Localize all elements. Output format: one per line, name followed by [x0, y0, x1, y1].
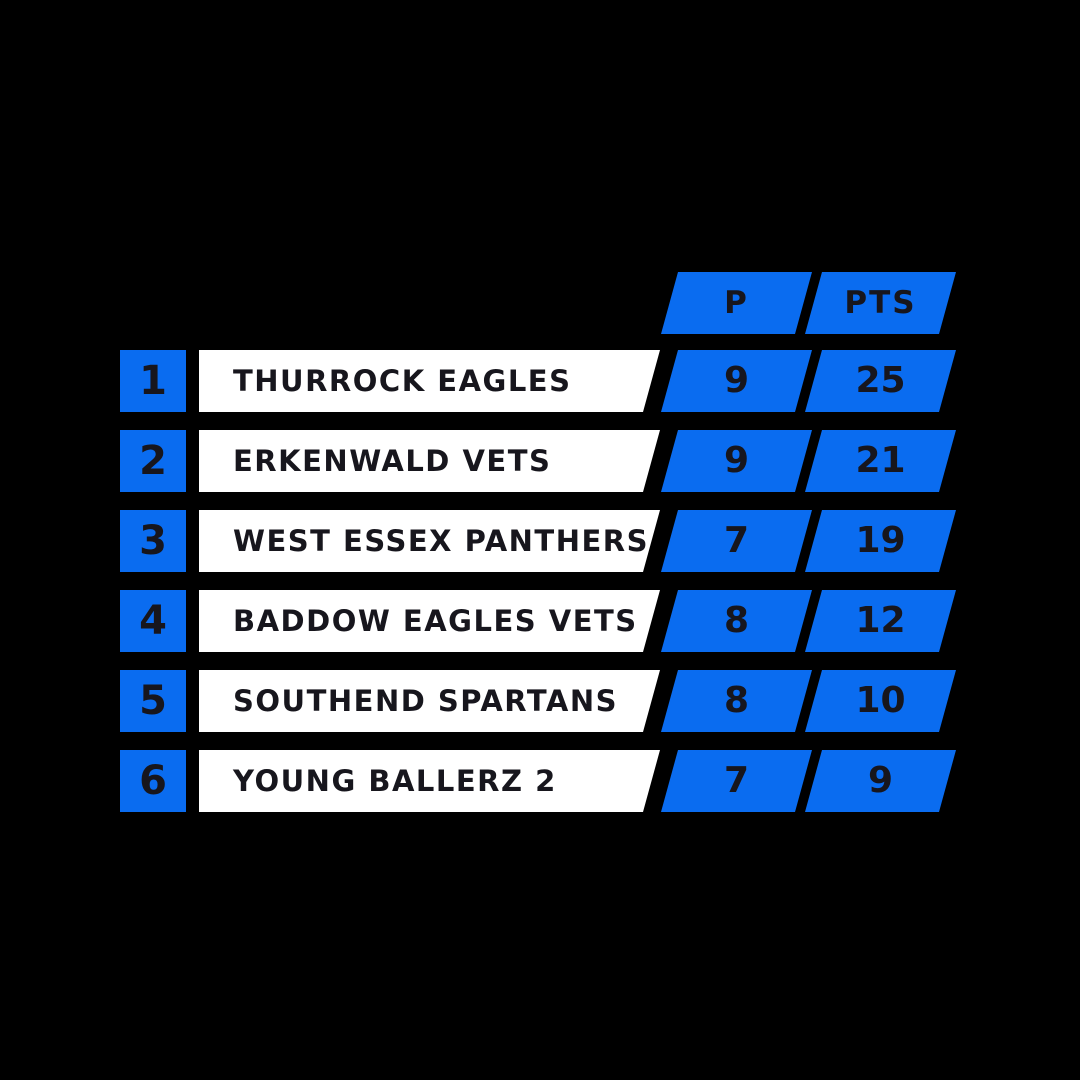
points-cell: 10 — [805, 670, 956, 732]
rank-number: 6 — [139, 758, 167, 804]
rank-number: 2 — [139, 438, 167, 484]
rank-badge: 6 — [120, 750, 186, 812]
played-value: 9 — [723, 440, 750, 481]
played-cell: 9 — [661, 350, 812, 412]
team-name-bar: THURROCK EAGLES — [199, 350, 660, 412]
table-header-row: P PTS — [0, 272, 1080, 334]
header-played-label: P — [724, 284, 749, 321]
played-value: 9 — [723, 360, 750, 401]
team-name: BADDOW EAGLES VETS — [233, 603, 638, 638]
played-value: 8 — [723, 600, 750, 641]
played-cell: 8 — [661, 670, 812, 732]
team-name: YOUNG BALLERZ 2 — [233, 763, 557, 798]
team-name-bar: BADDOW EAGLES VETS — [199, 590, 660, 652]
table-row: 3 WEST ESSEX PANTHERS 7 19 — [0, 510, 1080, 572]
header-played-cell: P — [661, 272, 812, 334]
points-value: 12 — [855, 600, 906, 641]
played-value: 8 — [723, 680, 750, 721]
rank-number: 4 — [139, 598, 167, 644]
table-row: 1 THURROCK EAGLES 9 25 — [0, 350, 1080, 412]
played-value: 7 — [723, 760, 750, 801]
team-name-bar: YOUNG BALLERZ 2 — [199, 750, 660, 812]
rank-number: 1 — [139, 358, 167, 404]
team-name: THURROCK EAGLES — [233, 363, 572, 398]
played-cell: 8 — [661, 590, 812, 652]
points-cell: 12 — [805, 590, 956, 652]
played-value: 7 — [723, 520, 750, 561]
rank-badge: 4 — [120, 590, 186, 652]
team-name: WEST ESSEX PANTHERS — [233, 523, 649, 558]
points-value: 21 — [855, 440, 906, 481]
rank-badge: 2 — [120, 430, 186, 492]
points-cell: 21 — [805, 430, 956, 492]
table-row: 6 YOUNG BALLERZ 2 7 9 — [0, 750, 1080, 812]
rank-badge: 3 — [120, 510, 186, 572]
points-value: 19 — [855, 520, 906, 561]
points-cell: 25 — [805, 350, 956, 412]
rank-badge: 1 — [120, 350, 186, 412]
header-points-label: PTS — [844, 284, 917, 321]
points-value: 25 — [855, 360, 906, 401]
played-cell: 9 — [661, 430, 812, 492]
rank-number: 3 — [139, 518, 167, 564]
points-cell: 19 — [805, 510, 956, 572]
points-value: 9 — [867, 760, 894, 801]
team-name-bar: SOUTHEND SPARTANS — [199, 670, 660, 732]
table-row: 2 ERKENWALD VETS 9 21 — [0, 430, 1080, 492]
played-cell: 7 — [661, 750, 812, 812]
points-cell: 9 — [805, 750, 956, 812]
rank-badge: 5 — [120, 670, 186, 732]
team-name-bar: WEST ESSEX PANTHERS — [199, 510, 660, 572]
played-cell: 7 — [661, 510, 812, 572]
team-name-bar: ERKENWALD VETS — [199, 430, 660, 492]
team-name: ERKENWALD VETS — [233, 443, 552, 478]
header-points-cell: PTS — [805, 272, 956, 334]
rank-number: 5 — [139, 678, 167, 724]
points-value: 10 — [855, 680, 906, 721]
table-row: 4 BADDOW EAGLES VETS 8 12 — [0, 590, 1080, 652]
team-name: SOUTHEND SPARTANS — [233, 683, 618, 718]
table-row: 5 SOUTHEND SPARTANS 8 10 — [0, 670, 1080, 732]
